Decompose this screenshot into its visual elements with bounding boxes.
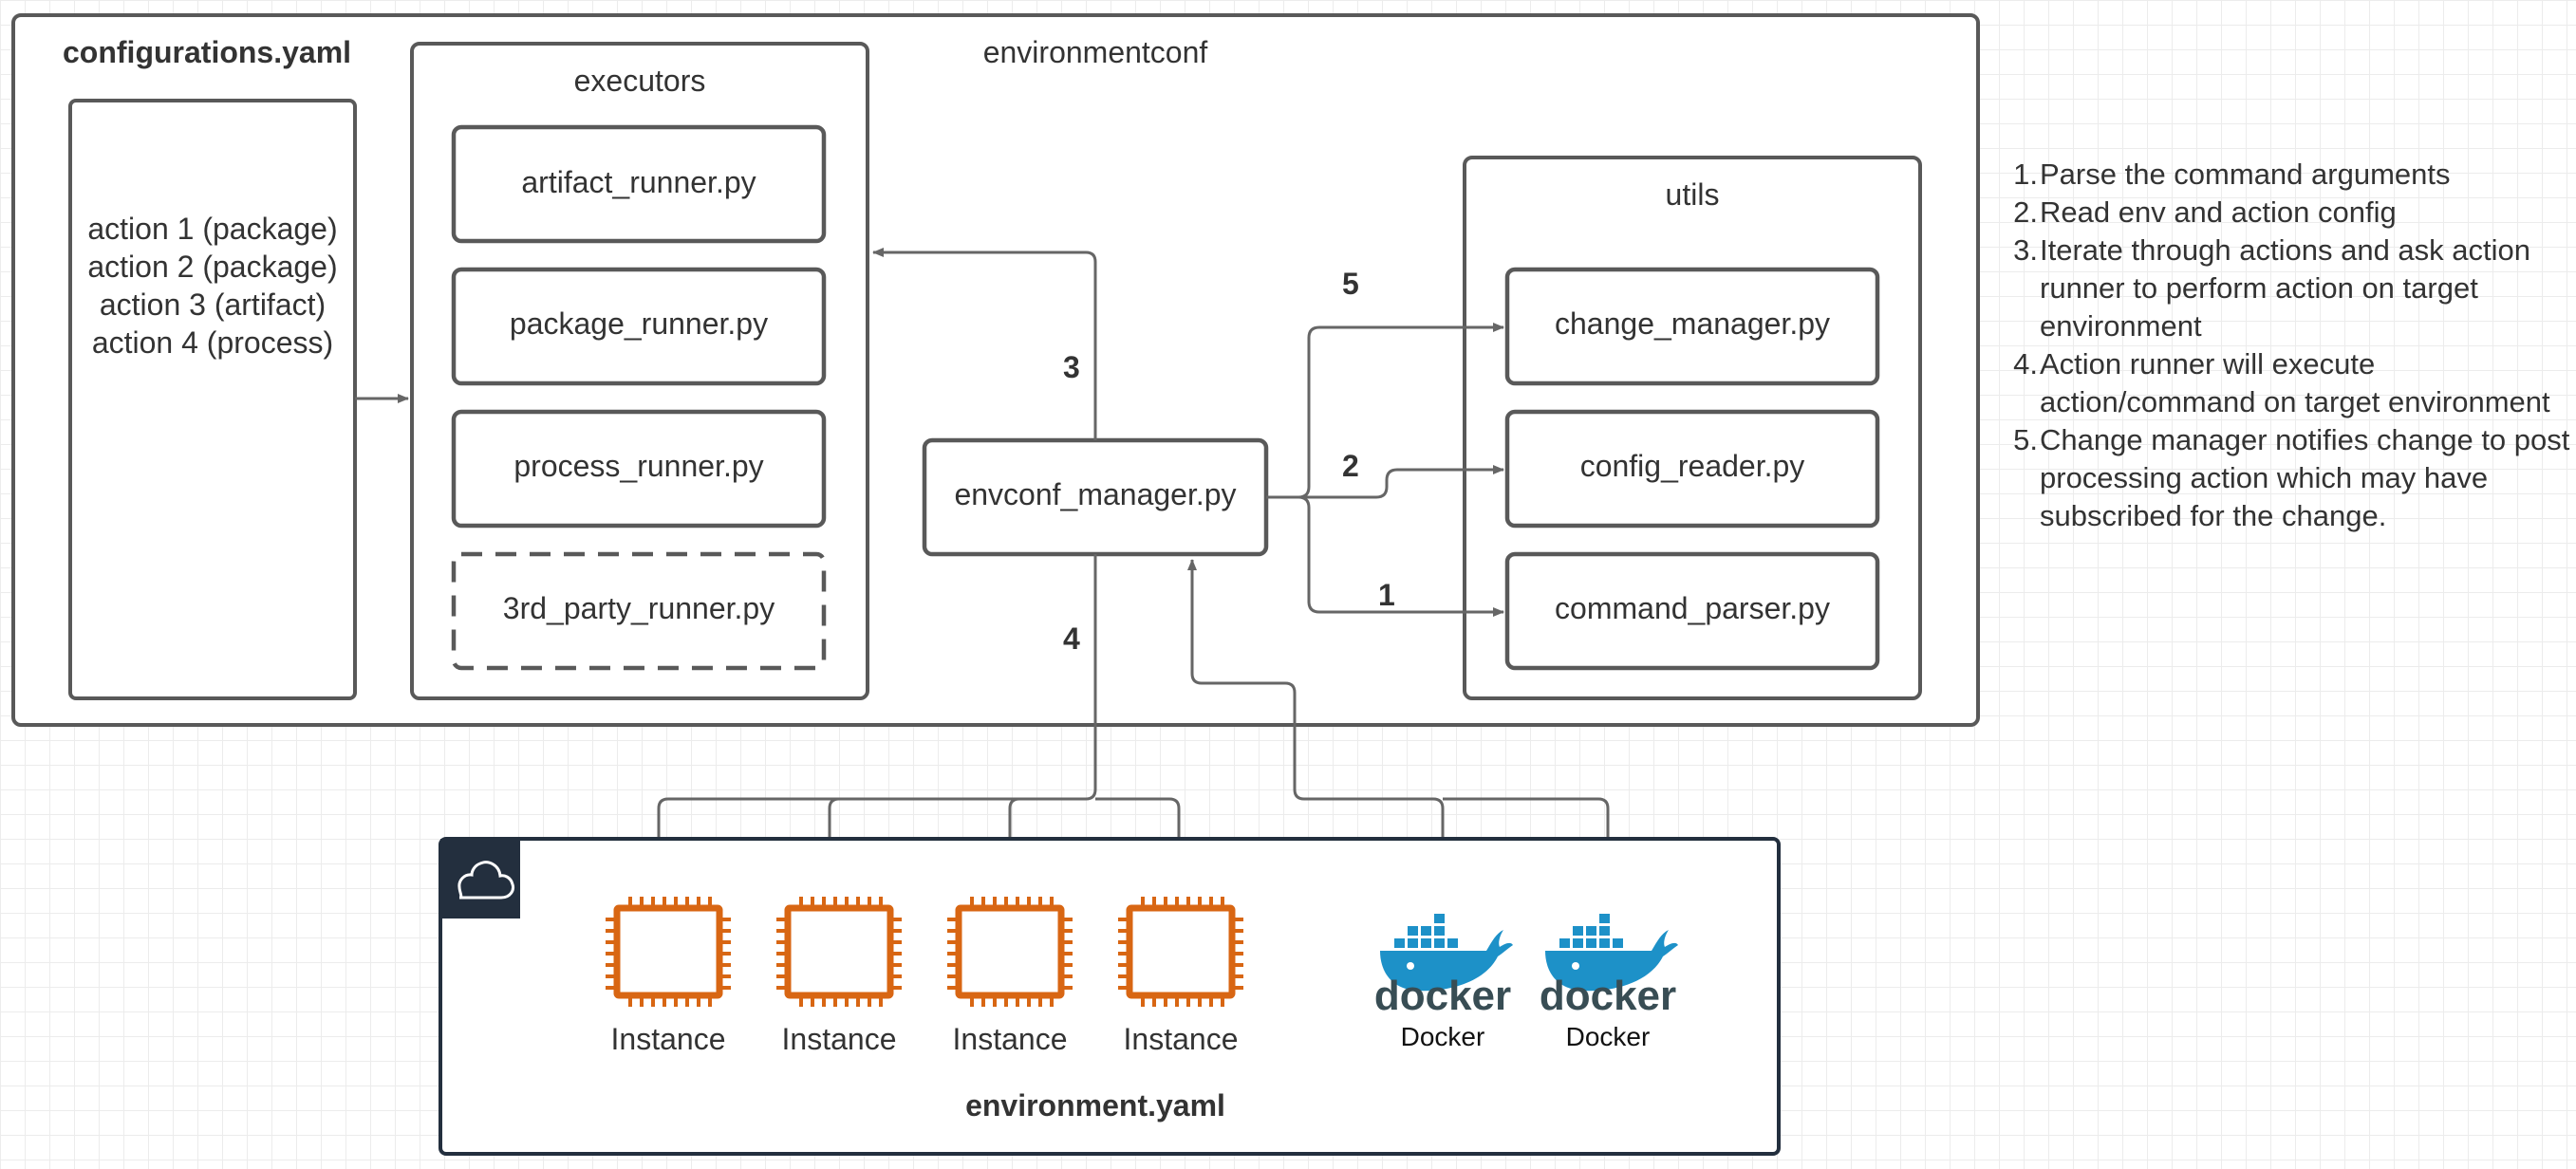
edge-dockers-to-manager	[1187, 559, 1445, 900]
step-text: Change manager notifies change to post p…	[2040, 423, 2570, 532]
cloud-badge	[440, 839, 520, 918]
edge-to-instance-4	[1095, 797, 1184, 902]
step-text: Parse the command arguments	[2040, 158, 2451, 191]
third-party-runner-label: 3rd_party_runner.py	[503, 591, 775, 625]
instance-label: Instance	[953, 1022, 1068, 1056]
edge-manager-to-config-reader	[1266, 465, 1504, 499]
edge-label-4: 4	[1063, 622, 1080, 656]
step-item: 5.Change manager notifies change to post…	[2003, 421, 2572, 535]
edge-to-instance-3	[1005, 797, 1020, 902]
step-item: 2.Read env and action config	[2003, 194, 2572, 232]
environmentconf-label: environmentconf	[983, 35, 1208, 69]
action-item: action 3 (artifact)	[100, 288, 326, 322]
action-item: action 2 (package)	[87, 250, 337, 284]
step-text: Iterate through actions and ask action r…	[2040, 233, 2530, 343]
instance-label: Instance	[1124, 1022, 1239, 1056]
edge-label-1: 1	[1378, 578, 1395, 612]
step-number: 1.	[2013, 158, 2038, 191]
config-reader-label: config_reader.py	[1580, 449, 1805, 483]
change-manager-box	[1504, 267, 1880, 386]
configurations-box	[68, 99, 357, 700]
package-runner-box	[451, 267, 827, 386]
edge-label-2: 2	[1342, 449, 1359, 483]
step-number: 3.	[2013, 233, 2038, 267]
package-runner-label: package_runner.py	[510, 306, 768, 341]
edge-manager-to-instances	[654, 554, 1097, 902]
artifact-runner-label: artifact_runner.py	[521, 165, 756, 199]
process-runner-box	[451, 409, 827, 529]
action-item: action 4 (process)	[92, 325, 333, 360]
third-party-runner-box	[451, 551, 827, 671]
command-parser-label: command_parser.py	[1555, 591, 1830, 625]
step-number: 2.	[2013, 195, 2038, 229]
instance-label: Instance	[611, 1022, 726, 1056]
utils-label: utils	[1666, 177, 1720, 212]
executors-label: executors	[574, 64, 706, 98]
docker-label: Docker	[1401, 1022, 1485, 1051]
step-item: 4.Action runner will execute action/comm…	[2003, 345, 2572, 421]
docker-logo-text: docker	[1374, 973, 1511, 1019]
change-manager-label: change_manager.py	[1555, 306, 1830, 341]
environment-label: environment.yaml	[965, 1088, 1225, 1123]
edge-label-5: 5	[1342, 267, 1359, 301]
step-item: 1.Parse the command arguments	[2003, 156, 2572, 194]
docker-logo-text: docker	[1540, 973, 1676, 1019]
step-item: 3.Iterate through actions and ask action…	[2003, 232, 2572, 345]
steps-list: 1.Parse the command arguments 2.Read env…	[2003, 156, 2572, 535]
config-reader-box	[1504, 409, 1880, 529]
docker-label: Docker	[1566, 1022, 1651, 1051]
instance-label: Instance	[782, 1022, 897, 1056]
envconf-manager-label: envconf_manager.py	[954, 477, 1236, 511]
edge-labels: 5 3 2 1 4	[1063, 267, 1395, 656]
step-text: Action runner will execute action/comman…	[2040, 347, 2550, 418]
artifact-runner-box	[451, 124, 827, 244]
action-item: action 1 (package)	[87, 212, 337, 246]
step-text: Read env and action config	[2040, 195, 2397, 229]
step-number: 4.	[2013, 347, 2038, 380]
actions-list: action 1 (package) action 2 (package) ac…	[87, 212, 337, 360]
edge-label-3: 3	[1063, 350, 1080, 384]
edge-to-instance-2	[825, 797, 840, 902]
command-parser-box	[1504, 551, 1880, 671]
edge-manager-to-executors	[872, 248, 1097, 440]
step-number: 5.	[2013, 423, 2038, 456]
edge-manager-to-command-parser	[1266, 495, 1504, 617]
edge-docker-2-link	[1443, 797, 1610, 900]
configurations-label: configurations.yaml	[63, 35, 351, 69]
process-runner-label: process_runner.py	[513, 449, 763, 483]
cloud-icon	[457, 861, 514, 900]
